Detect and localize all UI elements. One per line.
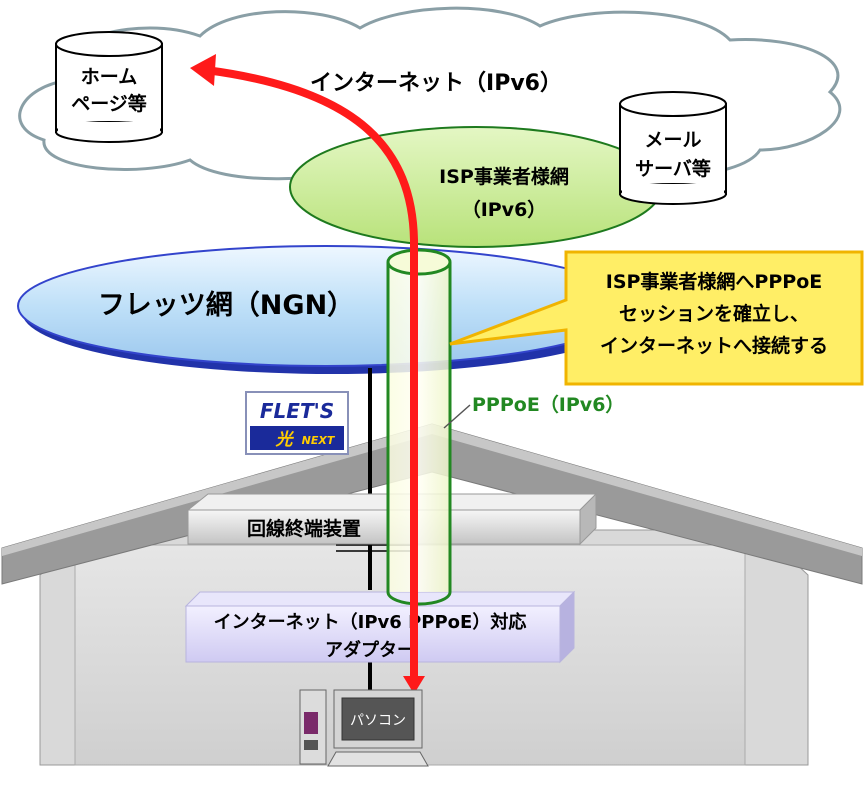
pc-screen: [341, 697, 415, 741]
flets-logo: FLET'S 光 NEXT: [245, 391, 349, 455]
mail-label-line2: サーバ等: [635, 157, 711, 180]
flets-logo-kanji: 光: [275, 430, 295, 450]
pc-keyboard: [327, 751, 429, 767]
tunnel-bottom: [386, 591, 452, 606]
homepage-label-line2: ページ等: [71, 92, 147, 115]
homepage-server: ホーム ページ等: [55, 31, 163, 143]
onu-label: 回線終端装置: [247, 517, 361, 540]
tunnel-top: [386, 248, 452, 276]
onu-box: [187, 509, 581, 545]
isp-network-label-line2: （IPv6）: [462, 198, 547, 221]
homepage-cylinder-top: [55, 31, 163, 57]
isp-network: ISP事業者様網 （IPv6）: [289, 126, 663, 248]
pppoe-label: PPPoE（IPv6）: [472, 393, 624, 416]
isp-network-label-line1: ISP事業者様網: [439, 165, 569, 188]
flets-logo-text: FLET'S: [260, 399, 334, 423]
internet-label: インターネット（IPv6）: [310, 71, 562, 96]
homepage-label-line1: ホーム: [81, 66, 137, 88]
arrow-head-up: [190, 54, 216, 86]
data-flow-arrow: [190, 54, 425, 694]
mail-label-line1: メール: [644, 129, 701, 151]
callout-box: [449, 250, 864, 386]
adapter-box: [185, 605, 561, 663]
pc: パソコン: [299, 689, 429, 767]
ngn-label: フレッツ網（NGN）: [98, 289, 354, 321]
callout-line3: インターネットへ接続する: [600, 334, 828, 357]
adapter-label-line1: インターネット（IPv6 PPPoE）対応: [214, 611, 527, 633]
callout-line1: ISP事業者様網へPPPoE: [606, 270, 823, 293]
flets-logo-sub: NEXT: [302, 434, 336, 447]
callout-line2: セッションを確立し、: [619, 302, 809, 325]
pppoe-tunnel: PPPoE（IPv6）: [386, 248, 624, 606]
pc-label: パソコン: [350, 713, 406, 729]
arrow-head-down: [403, 676, 425, 694]
adapter-device: インターネット（IPv6 PPPoE）対応 アダプター: [184, 590, 576, 664]
adapter-label-line2: アダプター: [325, 639, 415, 661]
homepage-cylinder-body: [55, 43, 163, 133]
mail-server: メール サーバ等: [619, 91, 727, 205]
tunnel-body: [388, 262, 450, 592]
mail-cylinder-top: [619, 91, 727, 117]
arrow-path: [202, 66, 418, 684]
callout: ISP事業者様網へPPPoE セッションを確立し、 インターネットへ接続する: [449, 250, 864, 386]
pppoe-leader-line: [443, 404, 471, 429]
